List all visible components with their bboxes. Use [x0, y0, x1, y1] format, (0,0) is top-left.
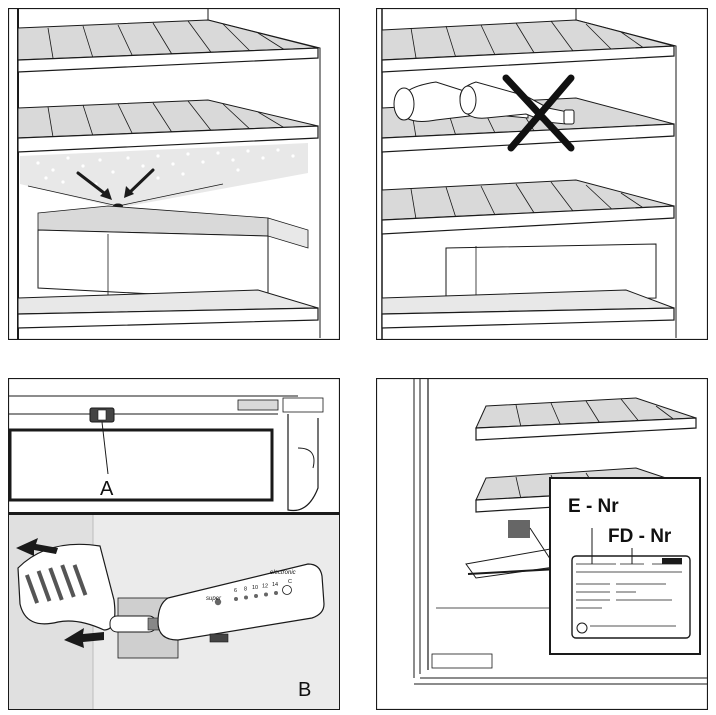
rating-plate-sticker [508, 520, 530, 538]
panel-lamp-replacement: A electronic [8, 378, 340, 710]
scale-label-8: 8 [244, 587, 247, 593]
panel-bottles-wrong [376, 8, 708, 340]
control-brand-label: electronic [270, 570, 296, 576]
panel-rating-plate: E - Nr FD - Nr [376, 378, 708, 710]
control-mode-label: super [206, 596, 222, 602]
lamp-cover [18, 544, 115, 630]
label-e-nr: E - Nr [568, 496, 619, 517]
panel-condensation [8, 8, 340, 340]
rating-plate-illustration: E - Nr FD - Nr [376, 378, 708, 710]
label-fd-nr: FD - Nr [608, 526, 672, 547]
callout-b: B [298, 679, 311, 701]
lamp-illustration: A electronic [8, 378, 340, 710]
condensation-illustration [8, 8, 340, 340]
scale-label-c: C [288, 579, 292, 585]
crisper-drawer [38, 206, 308, 300]
bottles-illustration [376, 8, 708, 340]
callout-a: A [100, 478, 114, 500]
scale-label-14: 14 [272, 582, 278, 588]
scale-label-12: 12 [262, 584, 268, 590]
scale-label-6: 6 [234, 588, 237, 594]
scale-label-10: 10 [252, 585, 258, 591]
